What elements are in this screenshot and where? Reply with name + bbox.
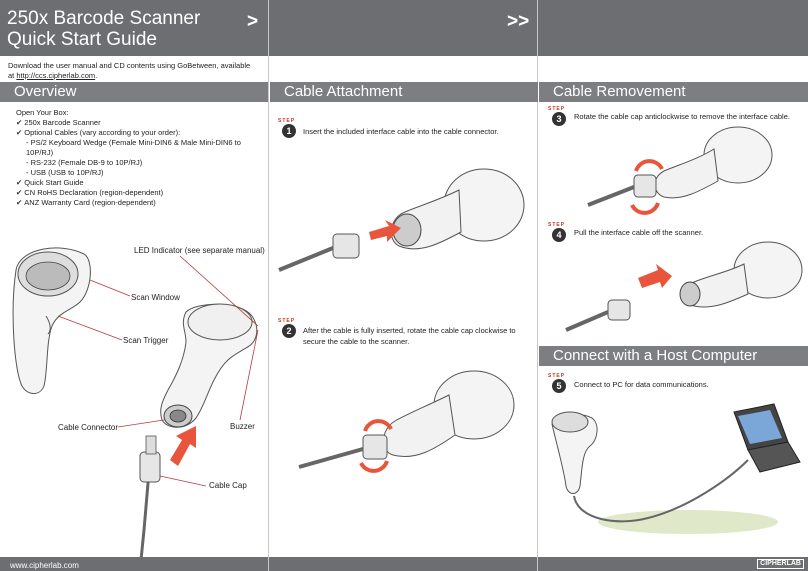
check-icon: ✔ [16, 188, 23, 197]
label-scan-trigger: Scan Trigger [123, 336, 169, 345]
header-bar: 250x Barcode Scanner Quick Start Guide > [0, 0, 268, 56]
leader-line [89, 279, 131, 297]
step-tag: STEP [548, 222, 566, 228]
step-2-text: After the cable is fully inserted, rotat… [303, 326, 516, 346]
step-4-illustration [565, 241, 803, 332]
check-icon: ✔ [16, 178, 23, 187]
step-badge-4: STEP 4 [548, 222, 578, 252]
leader-line [117, 419, 165, 428]
footer-bar: www.cipherlab.com [0, 557, 268, 571]
page-title: 250x Barcode Scanner Quick Start Guide [7, 8, 200, 50]
step-3-text: Rotate the cable cap anticlockwise to re… [574, 112, 790, 121]
label-cable-connector: Cable Connector [58, 423, 119, 432]
step-number: 2 [282, 324, 296, 338]
label-scan-window: Scan Window [131, 293, 180, 302]
header-bar [538, 0, 808, 56]
download-link[interactable]: http://ccs.cipherlab.com [16, 71, 96, 80]
step-number: 1 [282, 124, 296, 138]
list-item: ✔CN RoHS Declaration (region-dependent) [16, 188, 164, 197]
step-number: 3 [552, 112, 566, 126]
step-badge-3: STEP 3 [548, 106, 578, 136]
footer-url[interactable]: www.cipherlab.com [10, 561, 79, 570]
step-2-illustration [298, 370, 515, 473]
label-led-indicator: LED Indicator (see separate manual) [134, 246, 265, 255]
panel-cable-attachment: >> Cable Attachment STEP 1 Insert the in… [269, 0, 538, 571]
step-tag: STEP [278, 118, 296, 124]
leader-line [239, 329, 259, 421]
step-1-text: Insert the included interface cable into… [303, 127, 499, 136]
download-suffix: . [95, 71, 98, 80]
footer-bar [269, 557, 537, 571]
leader-line [159, 475, 207, 487]
step-tag: STEP [548, 373, 566, 379]
list-item: ✔Optional Cables (vary according to your… [16, 128, 181, 137]
open-box-list: Open Your Box: ✔250x Barcode Scanner ✔Op… [16, 108, 268, 208]
title-line-1: 250x Barcode Scanner [7, 8, 201, 29]
title-line-2: Quick Start Guide [7, 29, 157, 50]
next-arrow[interactable]: >> [507, 11, 530, 32]
panel-overview: 250x Barcode Scanner Quick Start Guide >… [0, 0, 269, 571]
step-badge-1: STEP 1 [278, 118, 308, 148]
sub-list-item: - RS-232 (Female DB-9 to 10P/RJ) [26, 158, 143, 167]
step-tag: STEP [548, 106, 566, 112]
leader-line [57, 315, 123, 341]
step-3-illustration [587, 126, 773, 215]
scanner-overview-illustration [12, 247, 259, 570]
step-number: 5 [552, 379, 566, 393]
section-header-connect-host: Connect with a Host Computer [539, 346, 808, 366]
list-item: ✔ANZ Warranty Card (region-dependent) [16, 198, 156, 207]
check-icon: ✔ [16, 198, 23, 207]
step-1-illustration [278, 168, 525, 272]
download-note: Download the user manual and CD contents… [8, 61, 258, 81]
section-header-cable-removement: Cable Removement [539, 82, 808, 102]
check-icon: ✔ [16, 128, 23, 137]
sub-list-item: - PS/2 Keyboard Wedge (Female Mini-DIN6 … [26, 138, 241, 157]
check-icon: ✔ [16, 118, 23, 127]
header-bar: >> [269, 0, 537, 56]
step-badge-2: STEP 2 [278, 318, 308, 348]
section-header-overview: Overview [0, 82, 268, 102]
label-buzzer: Buzzer [230, 422, 255, 431]
step-badge-5: STEP 5 [548, 373, 578, 403]
list-item: ✔Quick Start Guide [16, 178, 84, 187]
cipherlab-logo: CIPHERLAB [757, 559, 804, 569]
step-tag: STEP [278, 318, 296, 324]
section-header-cable-attachment: Cable Attachment [270, 82, 538, 102]
step-number: 4 [552, 228, 566, 242]
label-cable-cap: Cable Cap [209, 481, 247, 490]
open-box-title: Open Your Box: [16, 108, 69, 117]
panel-cable-removement: Cable Removement STEP 3 Rotate the cable… [538, 0, 808, 571]
next-arrow[interactable]: > [247, 11, 259, 32]
leader-line [179, 255, 259, 327]
step-5-text: Connect to PC for data communications. [574, 380, 709, 389]
footer-bar: CIPHERLAB [538, 557, 808, 571]
sub-list-item: - USB (USB to 10P/RJ) [26, 168, 104, 177]
step-5-illustration [551, 403, 801, 534]
list-item: ✔250x Barcode Scanner [16, 118, 101, 127]
step-4-text: Pull the interface cable off the scanner… [574, 228, 704, 237]
download-text: Download the user manual and CD contents… [8, 61, 251, 80]
